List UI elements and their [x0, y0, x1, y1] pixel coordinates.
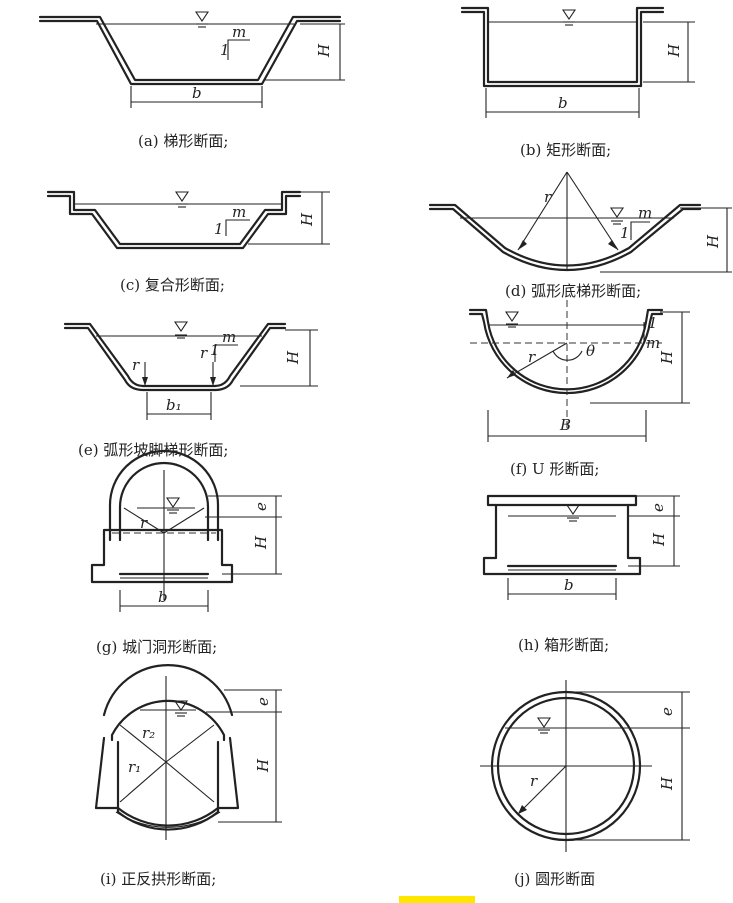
water-symbol-b [561, 9, 577, 20]
angle-arc-f [552, 350, 583, 361]
box-outline-h [482, 494, 642, 576]
label-radius-left-e: r [132, 356, 140, 374]
figure-f-u-shape: r θ 1 m H B (f) U 形断面; [468, 300, 690, 478]
label-depth-j: H [658, 776, 676, 791]
label-width-f: B [559, 416, 571, 434]
label-depth-d: H [704, 234, 722, 249]
channel-outline-b [460, 6, 665, 84]
figure-h-box: e H b (h) 箱形断面; [482, 494, 680, 654]
slope-triangle-d [630, 221, 650, 240]
water-symbol-d [609, 207, 625, 218]
caption-h: (h) 箱形断面; [518, 636, 609, 654]
channel-outline-inner-b [460, 10, 665, 88]
label-radius-f: r [528, 348, 536, 366]
label-depth-g: H [252, 535, 270, 550]
label-slope-f: m [646, 334, 660, 352]
label-unit-c: 1 [214, 220, 224, 238]
label-radius-g: r [140, 514, 148, 532]
label-freeboard-j: e [658, 707, 676, 716]
water-symbol-h [565, 504, 581, 515]
figure-c-compound: m 1 H (c) 复合形断面; [46, 190, 330, 294]
channel-outline-c [46, 190, 302, 246]
label-freeboard-h: e [649, 503, 667, 512]
caption-j: (j) 圆形断面 [514, 870, 595, 888]
label-unit-f: 1 [648, 314, 658, 332]
caption-d: (d) 弧形底梯形断面; [505, 282, 641, 300]
invert-arc-i [115, 811, 221, 828]
caption-g: (g) 城门洞形断面; [96, 638, 217, 656]
label-slope-d: m [638, 204, 652, 222]
label-radius-right-e: r [200, 344, 208, 362]
highlight-mark [399, 896, 475, 903]
water-symbol-c [174, 191, 190, 202]
label-radius-bottom-i: r₁ [128, 758, 141, 776]
water-symbol-e [173, 321, 189, 332]
label-width-h: b [564, 576, 574, 594]
caption-a: (a) 梯形断面; [138, 132, 228, 150]
label-depth-f: H [658, 350, 676, 365]
caption-b: (b) 矩形断面; [520, 141, 611, 159]
arch-outer-g [108, 449, 220, 542]
figure-j-circular: r e H (j) 圆形断面 [480, 680, 690, 888]
caption-e: (e) 弧形坡脚梯形断面; [78, 441, 228, 459]
label-unit-a: 1 [220, 41, 230, 59]
slope-triangle-a [227, 39, 250, 60]
arch-inner-g [118, 461, 210, 542]
label-width-g: b [158, 588, 168, 606]
label-depth-c: H [298, 212, 316, 227]
slope-triangle-e [214, 344, 238, 362]
label-unit-d: 1 [620, 224, 630, 242]
body-i [94, 736, 240, 827]
channel-outline-inner-e [63, 326, 287, 392]
channel-outline-a [38, 15, 342, 82]
slope-triangle-c [225, 219, 250, 236]
label-slope-c: m [232, 203, 246, 221]
label-freeboard-i: e [254, 697, 272, 706]
figure-d-arc-bottom: r m 1 H (d) 弧形底梯形断面; [428, 171, 732, 300]
label-radius-j: r [530, 772, 538, 790]
channel-outline-inner-a [38, 19, 342, 86]
label-slope-a: m [232, 23, 246, 41]
label-freeboard-g: e [252, 502, 270, 511]
channel-outline-e [63, 322, 287, 388]
label-slope-e: m [222, 328, 236, 346]
caption-i: (i) 正反拱形断面; [100, 870, 216, 888]
figure-i-inverted-arch: r₂ r₁ e H (i) 正反拱形断面; [94, 664, 282, 888]
water-symbol-f [504, 311, 520, 322]
water-symbol-g [165, 497, 181, 508]
caption-f: (f) U 形断面; [510, 460, 600, 478]
label-width-e: b₁ [166, 396, 182, 414]
label-radius-d: r [544, 188, 552, 206]
label-depth-a: H [315, 43, 333, 58]
label-depth-i: H [254, 758, 272, 773]
channel-outline-d [428, 203, 702, 267]
figure-g-gate-tunnel: r e H b (g) 城门洞形断面; [90, 449, 282, 656]
label-width-a: b [192, 84, 202, 102]
label-angle-f: θ [586, 342, 595, 360]
water-symbol-i [173, 700, 189, 711]
label-radius-top-i: r₂ [142, 724, 155, 742]
water-symbol-a [194, 11, 210, 22]
figure-b-rectangular: H b (b) 矩形断面; [460, 6, 695, 159]
label-depth-e: H [284, 350, 302, 365]
base-g [90, 528, 234, 584]
channel-outline-inner-c [46, 194, 302, 250]
arch-outer-i [110, 699, 226, 742]
label-depth-h: H [650, 532, 668, 547]
water-symbol-j [536, 717, 552, 728]
channel-outline-f [468, 308, 664, 391]
label-depth-b: H [665, 43, 683, 58]
figure-e-arc-toe: r r 1 m H b₁ (e) 弧形坡脚梯形断面; [63, 321, 318, 459]
label-width-b: b [558, 94, 568, 112]
arch-top-i [102, 664, 234, 717]
caption-c: (c) 复合形断面; [120, 276, 225, 294]
figure-a-trapezoidal: m 1 H b (a) 梯形断面; [38, 11, 345, 150]
